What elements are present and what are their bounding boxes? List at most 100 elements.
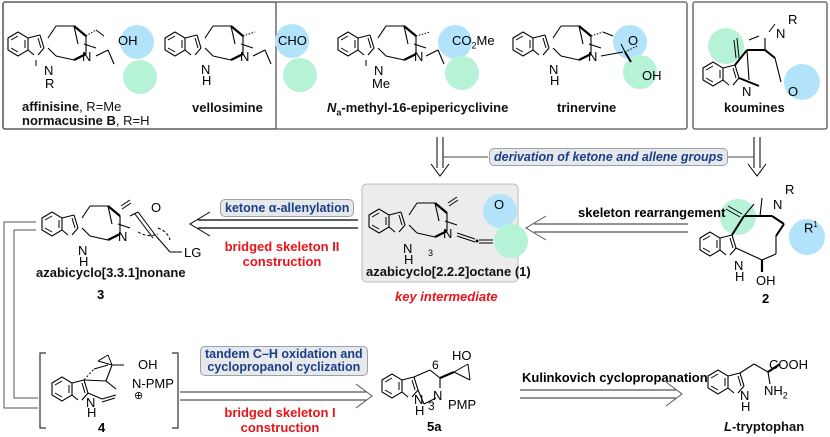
highlight-blue-koumine — [784, 64, 820, 100]
indole-h-tryptophan: H — [741, 399, 751, 414]
label-key-intermediate: key intermediate — [395, 289, 498, 304]
label-vellosimine: vellosimine — [192, 100, 263, 115]
sarpagine-box — [2, 1, 688, 130]
n-label-cmpd5a: N — [433, 388, 443, 403]
indole-h-trinervine: H — [550, 73, 560, 88]
indole-nh-vellosimine: N — [201, 62, 211, 77]
n-label-cmpd3: N — [118, 229, 128, 244]
label-kulinkovich: Kulinkovich cyclopropanation — [522, 370, 708, 385]
structure-koumine — [702, 23, 782, 87]
highlight-green-vellosimine — [283, 58, 317, 92]
n-label-cmpd2: N — [773, 197, 783, 212]
highlight-green-affinisine — [123, 60, 157, 94]
structure-compound-2 — [699, 197, 785, 272]
indole-nh-tryptophan: N — [740, 388, 750, 403]
oh-label-trinervine: OH — [642, 68, 662, 83]
label-tryptophan: L-tryptophan — [724, 419, 805, 434]
n-label-cmpd4: N-PMP — [132, 376, 174, 391]
n-label-pericyclivine: N — [414, 49, 424, 64]
bracket-compound-4 — [39, 352, 179, 429]
indole-nh-trinervine: N — [549, 62, 559, 77]
highlight-blue-pericyclivine — [438, 25, 472, 59]
structure-compound-3 — [41, 199, 182, 253]
indole-nh-cmpd1: N — [403, 241, 413, 256]
structure-vellosimine — [164, 24, 272, 65]
lg-label-cmpd3: LG — [184, 245, 202, 260]
indole-h-cmpd1: H — [404, 252, 414, 267]
position-3-cmpd1: 3 — [428, 248, 434, 258]
structure-compound-5a — [381, 363, 471, 405]
indole-h-cmpd2: H — [735, 269, 745, 284]
oh-label-cmpd2: OH — [756, 273, 776, 288]
position-6-cmpd5a: 6 — [432, 358, 439, 372]
ketone-o-cmpd1: O — [494, 197, 505, 212]
label-cmpd3: azabicyclo[3.3.1]nonane — [36, 265, 186, 280]
indole-h-cmpd5a: H — [415, 403, 425, 418]
ho-label-cmpd5a: HO — [452, 348, 472, 363]
label-bridged-skeleton-ii: bridged skeleton II construction — [224, 239, 340, 269]
indole-nh-cmpd5a: N — [414, 392, 424, 407]
label-koumines: koumines — [724, 100, 785, 115]
indole-n-affinisine: N — [44, 63, 54, 78]
n-label-affinisine: N — [82, 49, 92, 64]
highlight-blue-affinisine — [120, 25, 154, 59]
indole-nh-cmpd4: N — [86, 395, 96, 410]
arrow-skeleton-rearrangement — [525, 215, 688, 241]
o-label-koumine: O — [788, 84, 799, 99]
n-label-cmpd1: N — [443, 226, 453, 241]
number-cmpd5a: 5a — [427, 419, 442, 434]
indole-h-cmpd3: H — [79, 254, 89, 269]
n-label-trinervine: N — [588, 49, 598, 64]
indole-h-cmpd4: H — [87, 405, 97, 420]
number-cmpd3: 3 — [97, 287, 105, 302]
r-label-affinisine: R — [45, 76, 55, 91]
r-label-koumine: R — [788, 12, 798, 27]
number-cmpd4: 4 — [98, 420, 106, 435]
derivation-arrows — [430, 137, 767, 177]
r1-label-cmpd2: R1 — [804, 220, 818, 236]
highlight-green-trinervine — [623, 55, 657, 89]
indole-n-koumine: N — [742, 84, 752, 99]
co2me-label-pericyclivine: CO2Me — [452, 33, 495, 51]
tag-tandem-oxidation: tandem C–H oxidation and cyclopropanol c… — [200, 346, 368, 376]
tag-ketone-allenylation: ketone α-allenylation — [220, 199, 355, 217]
structure-tryptophan — [707, 363, 781, 395]
cho-label-vellosimine: CHO — [278, 33, 307, 48]
connector-3-to-4 — [3, 221, 38, 409]
structure-trinervine — [512, 24, 638, 63]
highlight-green-koumine — [708, 28, 744, 64]
me-label-pericyclivine: Me — [372, 76, 391, 91]
structure-affinisine — [7, 24, 115, 66]
arrow-allenylation — [189, 211, 358, 237]
o-label-trinervine: O — [628, 33, 639, 48]
label-trinervine: trinervine — [557, 100, 617, 115]
highlight-blue-cmpd2 — [789, 219, 825, 255]
highlight-blue-trinervine — [613, 25, 647, 59]
label-cmpd1: azabicyclo[2.2.2]octane (1) — [366, 264, 531, 279]
indole-h-vellosimine: H — [202, 73, 212, 88]
koumine-box — [692, 1, 828, 130]
indole-n-pericyclivine: N — [374, 63, 384, 78]
structure-pericyclivine — [337, 24, 445, 66]
highlight-blue-vellosimine — [275, 24, 309, 58]
label-skeleton-rearrangement: skeleton rearrangement — [578, 205, 726, 220]
indole-nh-cmpd3: N — [78, 243, 88, 258]
indole-nh-cmpd2: N — [734, 258, 744, 273]
tag-derivation: derivation of ketone and allene groups — [489, 148, 729, 166]
cooh-label-tryptophan: COOH — [769, 357, 808, 372]
oh-label-affinisine: OH — [118, 33, 138, 48]
structure-compound-4 — [51, 354, 124, 403]
nh2-label-tryptophan: NH2 — [764, 383, 788, 401]
n-label-koumine: N — [776, 26, 786, 41]
position-3-cmpd5a: 3 — [428, 399, 435, 413]
arrow-kulinkovich — [520, 381, 683, 407]
label-normacusine-b: normacusine B, R=H — [22, 113, 150, 128]
label-pericyclivine: Na-methyl-16-epipericyclivine — [327, 100, 509, 118]
highlight-green-pericyclivine — [445, 56, 479, 90]
number-cmpd2: 2 — [762, 291, 770, 306]
pmp-label-cmpd5a: PMP — [448, 397, 477, 412]
n-label-vellosimine: N — [240, 49, 250, 64]
oh-label-cmpd4: OH — [138, 357, 158, 372]
highlight-green-cmpd2 — [720, 199, 756, 235]
ketone-o-cmpd3: O — [151, 200, 162, 215]
